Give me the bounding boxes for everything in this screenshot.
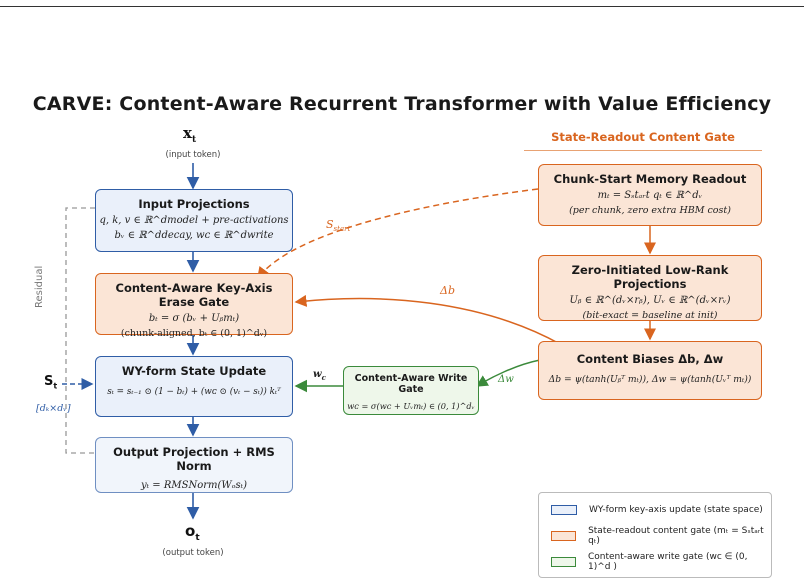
section-rule — [524, 150, 762, 151]
output-token-caption: (output token) — [162, 548, 224, 558]
edge-delta-b — [294, 294, 561, 345]
output-projection-title: Output Projection + RMS Norm — [113, 445, 275, 473]
content-biases-title: Content Biases Δb, Δw — [576, 352, 724, 366]
edge-delta-w — [475, 359, 541, 387]
output-projection-line1: yₜ = RMSNorm(Wₒsₜ) — [140, 480, 248, 491]
input-projections-line1: q, k, v ∈ ℝ^dmodel + pre-activations — [99, 215, 289, 226]
legend-item-green: Content-aware write gate (wᴄ ∈ (0, 1)^d … — [551, 552, 771, 572]
low-rank-title: Zero-Initiated Low-Rank Projections — [571, 263, 729, 291]
state-dims: [dₖ×dᵥ] — [36, 403, 71, 414]
input-projections-line2: bᵥ ∈ ℝ^ddecay, wᴄ ∈ ℝ^dwrite — [114, 230, 274, 241]
edge-label-sstart: Sstart — [326, 218, 351, 234]
low-rank-line1: Uᵦ ∈ ℝ^(dᵥ×rᵦ), Uᵥ ∈ ℝ^(dᵥ×rᵥ) — [569, 295, 731, 306]
low-rank-box: Zero-Initiated Low-Rank Projections Uᵦ ∈… — [538, 255, 762, 321]
legend-swatch-green — [551, 557, 576, 567]
edge-label-delta-b: Δb — [440, 284, 455, 297]
diagram-title: CARVE: Content-Aware Recurrent Transform… — [32, 93, 772, 115]
input-token-caption: (input token) — [165, 150, 221, 160]
input-token-symbol: xt — [183, 124, 197, 145]
edge-sstart — [257, 188, 539, 280]
residual-label: Residual — [34, 265, 45, 308]
edge-label-delta-w: Δw — [498, 374, 514, 385]
legend-item-blue: WY-form key-axis update (state space) — [551, 503, 763, 517]
edge-label-wc: wc — [313, 369, 326, 382]
legend-swatch-blue — [551, 505, 577, 515]
output-projection-box: Output Projection + RMS Norm yₜ = RMSNor… — [95, 437, 293, 493]
erase-gate-box: Content-Aware Key-Axis Erase Gate bₜ = σ… — [95, 273, 293, 339]
erase-gate-line1: bₜ = σ (bᵥ + Uᵦmₜ) — [148, 313, 240, 324]
input-projections-title: Input Projections — [138, 197, 250, 211]
section-title: State-Readout Content Gate — [551, 130, 735, 144]
legend-item-orange: State-readout content gate (mₜ = Sₛtₐᵣt … — [551, 526, 771, 546]
content-biases-line1: Δb = ψ(tanh(Uᵦᵀ mₜ)), Δw = ψ(tanh(Uᵥᵀ mₜ… — [548, 374, 752, 385]
wy-update-line1: sₜ = sₜ₋₁ ⊙ (1 − bₜ) + (wᴄ ⊙ (vₜ − sₜ)) … — [107, 387, 281, 397]
legend-label-green: Content-aware write gate (wᴄ ∈ (0, 1)^d … — [587, 552, 748, 572]
top-rule — [0, 6, 804, 7]
chunk-start-line2: (per chunk, zero extra HBM cost) — [569, 205, 731, 216]
state-symbol: St — [44, 374, 58, 391]
input-projections-box: Input Projections q, k, v ∈ ℝ^dmodel + p… — [95, 189, 293, 252]
legend-swatch-orange — [551, 531, 577, 541]
chunk-start-line1: mₜ = Sₛtₐᵣt qₜ ∈ ℝ^dᵥ — [597, 190, 703, 201]
chunk-start-title: Chunk-Start Memory Readout — [553, 172, 747, 186]
erase-gate-title: Content-Aware Key-Axis Erase Gate — [115, 281, 273, 309]
wy-update-box: WY-form State Update sₜ = sₜ₋₁ ⊙ (1 − bₜ… — [95, 356, 293, 417]
wy-update-title: WY-form State Update — [121, 364, 267, 378]
legend-label-blue: WY-form key-axis update (state space) — [589, 505, 763, 515]
write-gate-title: Content-Aware Write Gate — [354, 373, 468, 395]
low-rank-line2: (bit-exact = baseline at init) — [582, 310, 718, 321]
erase-gate-line2: (chunk-aligned, bₜ ∈ (0, 1)^dᵥ) — [120, 328, 268, 339]
output-token-symbol: ot — [185, 522, 200, 543]
legend-label-orange: State-readout content gate (mₜ = Sₛtₐᵣt … — [588, 526, 764, 546]
chunk-start-box: Chunk-Start Memory Readout mₜ = Sₛtₐᵣt q… — [538, 164, 762, 226]
write-gate-box: Content-Aware Write Gate wᴄ = σ(wᴄ + Uᵥm… — [343, 366, 479, 415]
write-gate-line1: wᴄ = σ(wᴄ + Uᵥmₜ) ∈ (0, 1)^dᵥ — [347, 401, 475, 411]
legend: WY-form key-axis update (state space) St… — [538, 492, 772, 578]
edge-residual — [65, 207, 95, 454]
content-biases-box: Content Biases Δb, Δw Δb = ψ(tanh(Uᵦᵀ mₜ… — [538, 341, 762, 400]
